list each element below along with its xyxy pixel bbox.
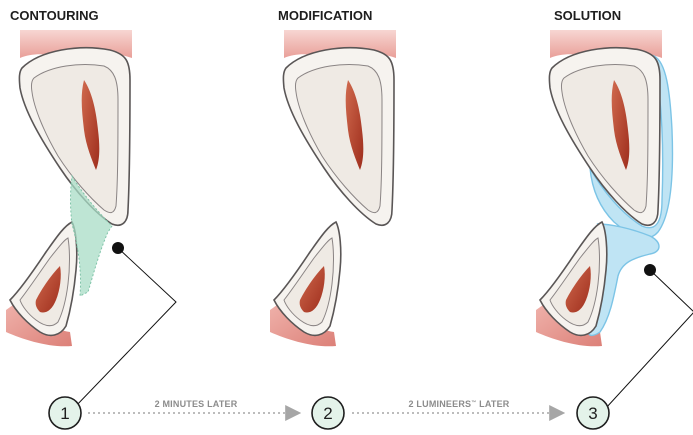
panel-title-contouring: CONTOURING xyxy=(10,8,99,23)
callout-line xyxy=(606,270,693,408)
panel-modification: MODIFICATION xyxy=(270,8,396,346)
step-3: 3 xyxy=(577,397,609,429)
panel-contouring: CONTOURING xyxy=(6,8,176,408)
transition-label-2-tail: LATER xyxy=(476,399,509,409)
transition-label-1: 2 MINUTES LATER xyxy=(155,399,238,409)
transition-label-2: 2 LUMINEERS™ LATER xyxy=(409,399,510,409)
transition-label-2-main: 2 LUMINEERS xyxy=(409,399,472,409)
upper-tooth xyxy=(283,48,394,225)
step-number: 3 xyxy=(588,404,597,423)
panel-solution: SOLUTION xyxy=(536,8,693,408)
step-number: 1 xyxy=(60,404,69,423)
step-2: 2 xyxy=(312,397,344,429)
step-number: 2 xyxy=(323,404,332,423)
panel-title-modification: MODIFICATION xyxy=(278,8,372,23)
panel-title-solution: SOLUTION xyxy=(554,8,621,23)
step-1: 1 xyxy=(49,397,81,429)
